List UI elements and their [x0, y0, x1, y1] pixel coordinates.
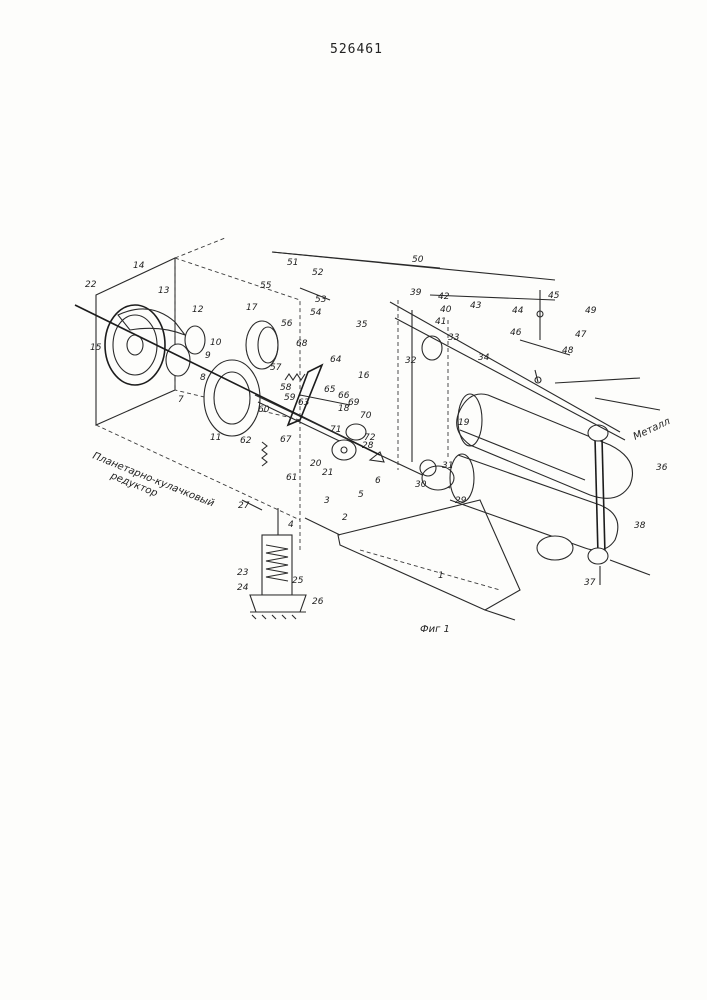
callout-5: 5 — [358, 490, 364, 500]
callout-62: 62 — [240, 436, 252, 446]
callout-7: 7 — [178, 395, 184, 405]
right-assembly — [537, 425, 650, 585]
callout-29: 29 — [455, 496, 467, 506]
callout-23: 23 — [237, 568, 249, 578]
callout-8: 8 — [200, 373, 206, 383]
callout-37: 37 — [584, 578, 596, 588]
callout-22: 22 — [85, 280, 97, 290]
callout-20: 20 — [310, 459, 322, 469]
callout-12: 12 — [192, 305, 204, 315]
callout-3: 3 — [324, 496, 330, 506]
callout-30: 30 — [415, 480, 427, 490]
callout-26: 26 — [312, 597, 324, 607]
material-label: Металл — [632, 416, 673, 443]
callout-31: 31 — [442, 461, 453, 471]
callout-69: 69 — [348, 398, 360, 408]
upper-cables — [272, 252, 660, 440]
callout-57: 57 — [270, 363, 282, 373]
callout-58: 58 — [280, 383, 292, 393]
callout-53: 53 — [315, 295, 327, 305]
callout-25: 25 — [292, 576, 304, 586]
callout-44: 44 — [512, 306, 524, 316]
callout-59: 59 — [284, 393, 296, 403]
callout-61: 61 — [286, 473, 297, 483]
callout-14: 14 — [133, 261, 145, 271]
callout-10: 10 — [210, 338, 222, 348]
callout-68: 68 — [296, 339, 308, 349]
reducer-gears — [105, 305, 278, 436]
callout-38: 38 — [634, 521, 646, 531]
callout-24: 24 — [237, 583, 249, 593]
callout-60: 60 — [258, 405, 270, 415]
callout-50: 50 — [412, 255, 424, 265]
callout-49: 49 — [585, 306, 597, 316]
callout-64: 64 — [330, 355, 342, 365]
rollers — [450, 394, 633, 550]
callout-55: 55 — [260, 281, 272, 291]
figure-caption: Фиг 1 — [420, 624, 450, 635]
callout-32: 32 — [405, 356, 417, 366]
callout-11: 11 — [210, 433, 221, 443]
callout-33: 33 — [448, 333, 460, 343]
callout-16: 16 — [358, 371, 370, 381]
callout-52: 52 — [312, 268, 324, 278]
callout-1: 1 — [438, 571, 444, 581]
callout-47: 47 — [575, 330, 587, 340]
callout-63: 63 — [298, 398, 310, 408]
callout-34: 34 — [478, 353, 490, 363]
callout-2: 2 — [342, 513, 348, 523]
callout-46: 46 — [510, 328, 522, 338]
callout-labels: 1 2 3 4 5 6 7 8 9 10 11 12 13 14 15 16 1… — [85, 255, 668, 607]
callout-70: 70 — [360, 411, 372, 421]
callout-4: 4 — [288, 520, 294, 530]
callout-36: 36 — [656, 463, 668, 473]
callout-21: 21 — [322, 468, 333, 478]
callout-56: 56 — [281, 319, 293, 329]
callout-6: 6 — [375, 476, 381, 486]
callout-17: 17 — [246, 303, 258, 313]
callout-39: 39 — [410, 288, 422, 298]
callout-72: 72 — [364, 433, 376, 443]
callout-65: 65 — [324, 385, 336, 395]
callout-67: 67 — [280, 435, 292, 445]
callout-27: 27 — [238, 501, 250, 511]
callout-42: 42 — [438, 292, 450, 302]
callout-54: 54 — [310, 308, 322, 318]
callout-15: 15 — [90, 343, 102, 353]
material-strip — [305, 500, 520, 620]
callout-45: 45 — [548, 291, 560, 301]
callout-51: 51 — [287, 258, 298, 268]
callout-48: 48 — [562, 346, 574, 356]
callout-19: 19 — [458, 418, 470, 428]
callout-13: 13 — [158, 286, 170, 296]
callout-43: 43 — [470, 301, 482, 311]
callout-35: 35 — [356, 320, 368, 330]
callout-40: 40 — [440, 305, 452, 315]
callout-41: 41 — [435, 317, 446, 327]
callout-71: 71 — [330, 425, 341, 435]
callout-9: 9 — [205, 351, 211, 361]
